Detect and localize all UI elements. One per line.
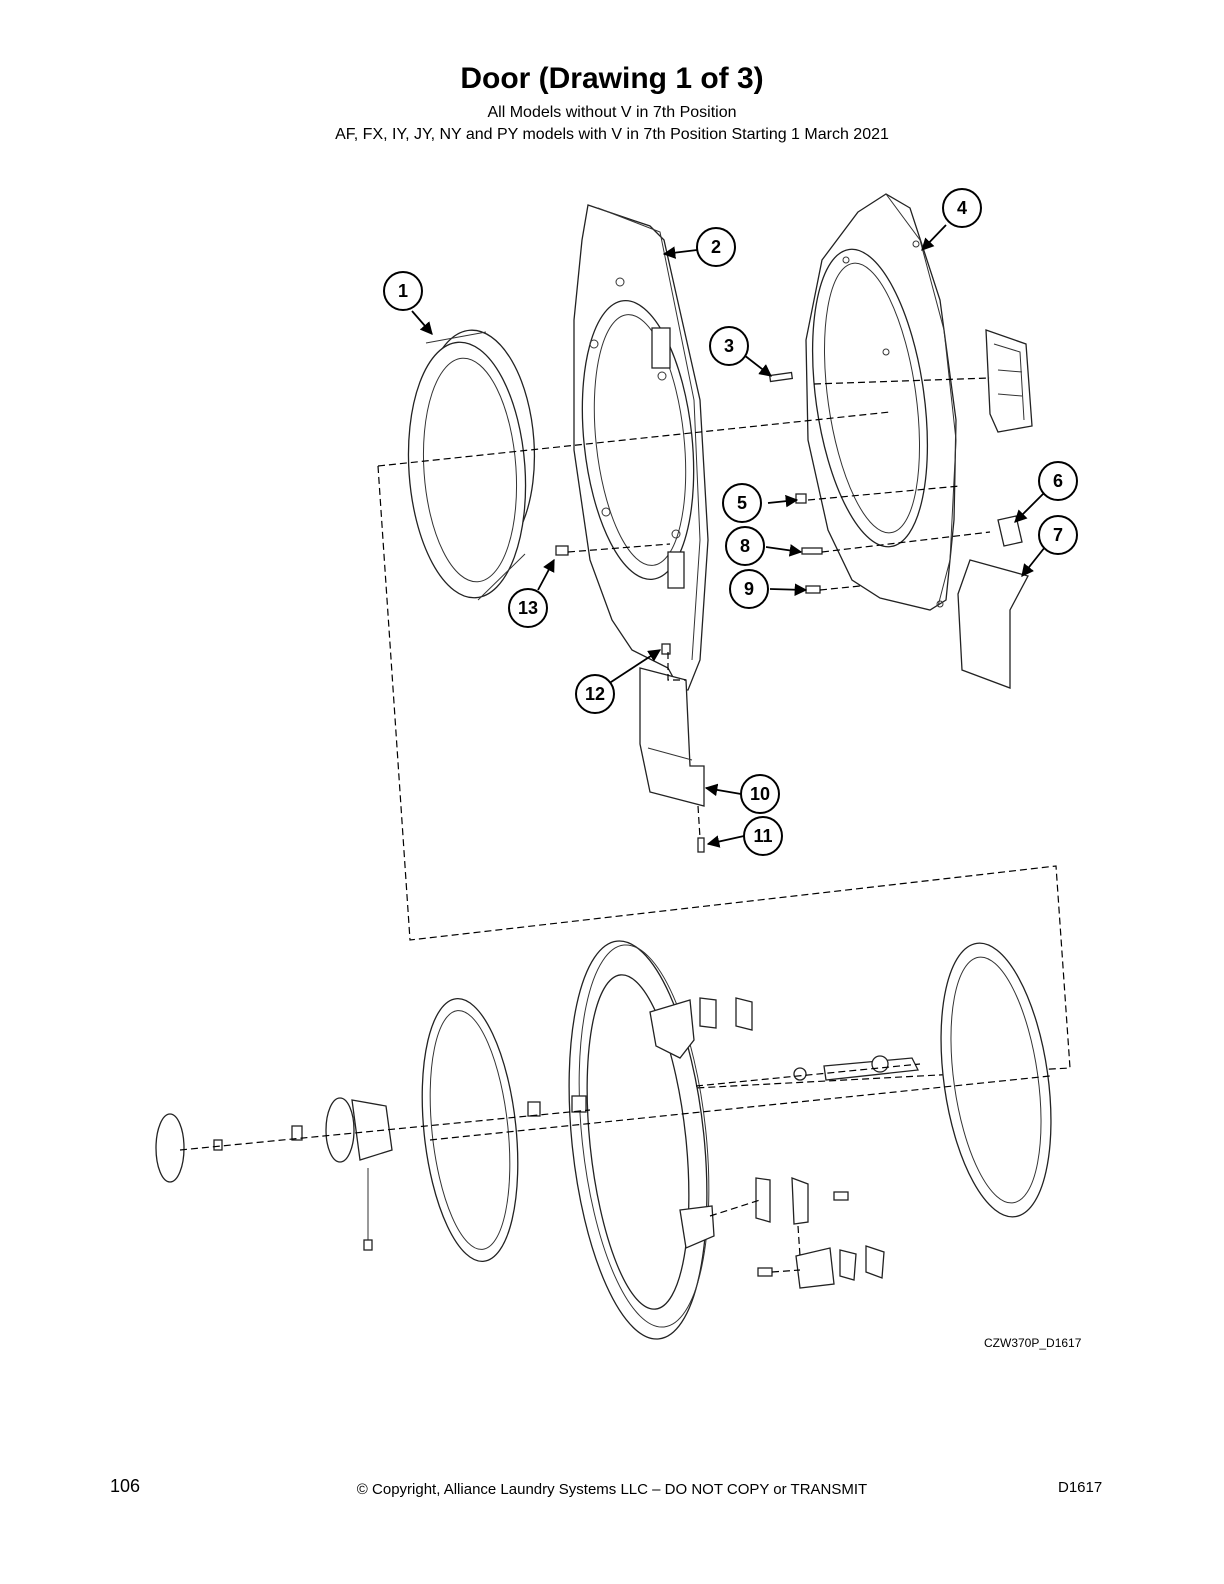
svg-text:11: 11	[753, 826, 772, 846]
callout-4: 4	[942, 188, 982, 228]
upper-axis-lines	[377, 377, 991, 839]
control-board	[985, 329, 1033, 433]
part-4-outer-panel	[805, 193, 957, 611]
callout-10: 10	[740, 774, 780, 814]
lower-glass-ring-right	[940, 942, 1052, 1218]
fasteners-upper	[555, 371, 823, 853]
callout-7: 7	[1038, 515, 1078, 555]
svg-text:12: 12	[585, 684, 605, 704]
svg-text:2: 2	[711, 237, 721, 257]
lower-glass-ring-left	[421, 997, 519, 1263]
page-number: 106	[110, 1476, 141, 1496]
svg-text:3: 3	[724, 336, 734, 356]
callout-9: 9	[729, 569, 769, 609]
part-1-trim-ring	[407, 329, 536, 601]
svg-text:1: 1	[398, 281, 408, 301]
svg-text:13: 13	[518, 598, 538, 618]
callout-5: 5	[722, 483, 762, 523]
lower-hinge-parts	[699, 997, 919, 1289]
part-7-label	[957, 559, 1029, 689]
callout-8: 8	[725, 526, 765, 566]
document-id: D1617	[1058, 1479, 1103, 1496]
svg-text:5: 5	[737, 493, 747, 513]
svg-text:4: 4	[957, 198, 967, 218]
lower-door-frame	[568, 940, 715, 1340]
lower-lock-parts	[155, 1095, 587, 1251]
callout-1: 1	[383, 271, 423, 311]
copyright-notice: © Copyright, Alliance Laundry Systems LL…	[356, 1481, 868, 1498]
callout-12: 12	[575, 674, 615, 714]
callout-6: 6	[1038, 461, 1078, 501]
part-10-shield	[639, 667, 705, 807]
svg-text:9: 9	[744, 579, 754, 599]
svg-text:8: 8	[740, 536, 750, 556]
subtitle-line-1: All Models without V in 7th Position	[487, 104, 737, 121]
subtitle-line-2: AF, FX, IY, JY, NY and PY models with V …	[335, 126, 889, 143]
page-title: Door (Drawing 1 of 3)	[460, 62, 764, 95]
callout-13: 13	[508, 588, 548, 628]
part-6-insert	[997, 515, 1023, 547]
callout-3: 3	[709, 326, 749, 366]
drawing-code: CZW370P_D1617	[984, 1336, 1082, 1350]
svg-text:6: 6	[1053, 471, 1063, 491]
svg-text:10: 10	[750, 784, 770, 804]
lower-axis-lines	[179, 1063, 1051, 1273]
callout-2: 2	[696, 227, 736, 267]
part-2-inner-panel	[573, 204, 709, 691]
callout-leaders	[411, 224, 1046, 848]
svg-text:7: 7	[1053, 525, 1063, 545]
callout-11: 11	[743, 816, 783, 856]
